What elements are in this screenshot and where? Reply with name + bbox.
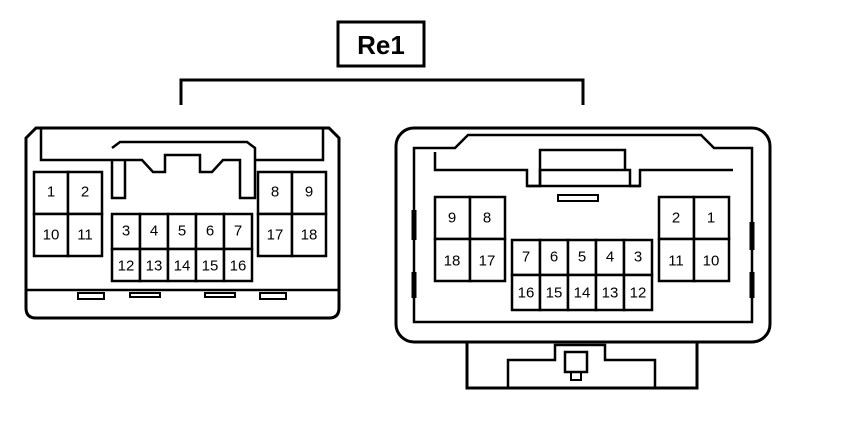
pin-label: 17 (267, 227, 284, 244)
connector-right-labels: 9 8 18 17 2 1 11 10 7 6 5 4 3 16 15 14 1… (444, 210, 720, 302)
pin-label: 12 (630, 285, 647, 302)
pin-label: 15 (202, 258, 219, 275)
pin-label: 16 (518, 285, 535, 302)
pin-label: 3 (122, 223, 130, 240)
pin-label: 14 (574, 285, 591, 302)
pin-label: 14 (174, 258, 191, 275)
connector-left-labels: 1 2 10 11 8 9 17 18 3 4 5 6 7 12 13 14 1… (43, 184, 318, 275)
pin-label: 17 (479, 253, 496, 270)
connector-left-pins (32, 170, 328, 283)
diagram-title: Re1 (357, 30, 405, 60)
pin-label: 13 (146, 258, 163, 275)
pin-label: 11 (77, 227, 93, 244)
pin-label: 18 (301, 227, 318, 244)
pin-label: 1 (47, 184, 55, 201)
pin-label: 10 (703, 253, 720, 270)
connector-right-pins (433, 195, 731, 312)
pin-label: 15 (546, 285, 563, 302)
pin-label: 8 (271, 184, 279, 201)
pin-label: 9 (448, 210, 456, 227)
pin-label: 3 (634, 249, 642, 266)
pin-label: 10 (43, 227, 60, 244)
pin-label: 9 (305, 184, 313, 201)
connector-bracket (179, 78, 585, 105)
pin-label: 11 (668, 253, 684, 270)
pin-label: 2 (672, 210, 680, 227)
pin-label: 4 (606, 249, 614, 266)
pin-label: 12 (118, 258, 135, 275)
title-box: Re1 (336, 20, 426, 68)
pin-label: 5 (178, 223, 186, 240)
pin-label: 1 (707, 210, 715, 227)
pin-label: 5 (578, 249, 586, 266)
pin-label: 8 (483, 210, 491, 227)
pin-label: 16 (230, 258, 247, 275)
pin-label: 18 (444, 253, 461, 270)
pin-label: 7 (234, 223, 242, 240)
pin-label: 4 (150, 223, 158, 240)
pin-label: 6 (550, 249, 558, 266)
pin-label: 2 (81, 184, 89, 201)
pin-label: 13 (602, 285, 619, 302)
pin-label: 7 (522, 249, 530, 266)
pin-label: 6 (206, 223, 214, 240)
